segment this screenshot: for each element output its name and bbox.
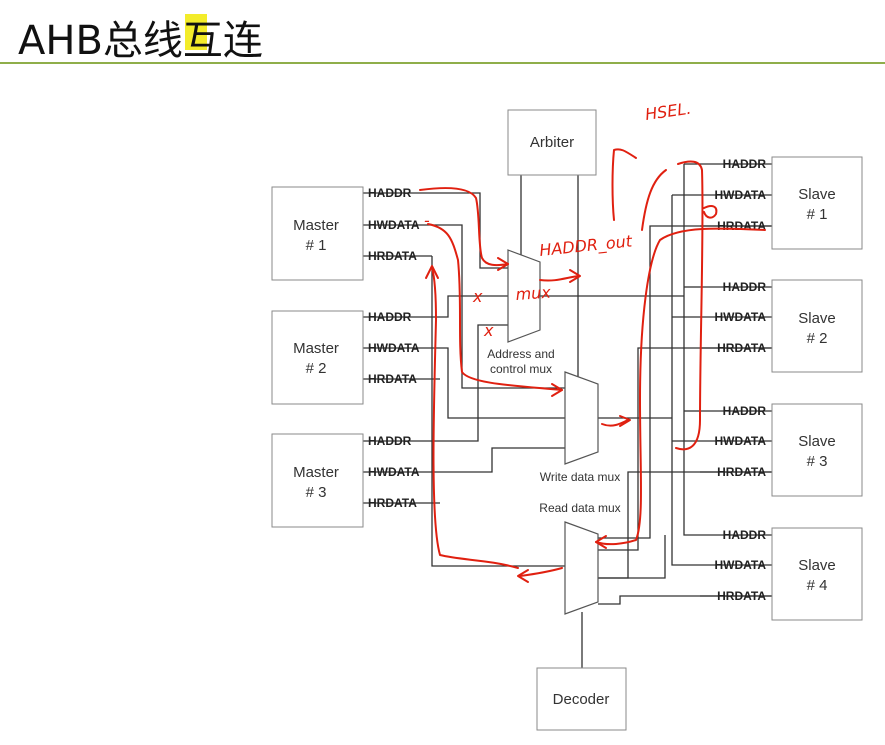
signal-label: HADDR — [368, 186, 412, 200]
master-name: Master — [293, 340, 339, 357]
signal-label: HRDATA — [717, 465, 766, 479]
master-2: Master # 2 HADDR HWDATA HRDATA — [271, 310, 420, 405]
cross-annotation: x — [483, 321, 494, 340]
title-divider — [0, 62, 885, 64]
master-number: # 2 — [306, 360, 327, 377]
master-number: # 3 — [306, 484, 327, 501]
mux-annotation: mux — [515, 283, 552, 304]
slave-box — [771, 527, 863, 621]
address-mux-label-line1: Address and — [487, 347, 554, 361]
signal-label: HADDR — [723, 280, 767, 294]
slave-4: Slave # 4 HADDR HWDATA HRDATA — [714, 527, 863, 621]
signal-label: HRDATA — [717, 341, 766, 355]
signal-label: HRDATA — [717, 589, 766, 603]
arbiter-label: Arbiter — [530, 134, 574, 151]
signal-label: HADDR — [723, 157, 767, 171]
cross-annotation: x — [472, 287, 483, 306]
master-3: Master # 3 HADDR HWDATA HRDATA — [271, 433, 420, 528]
arbiter-box — [507, 109, 597, 176]
address-control-mux — [507, 249, 541, 343]
hsel-annotation: HSEL. — [644, 99, 692, 124]
signal-label: HWDATA — [714, 188, 766, 202]
slave-box — [771, 156, 863, 250]
signal-label: HWDATA — [368, 218, 420, 232]
signal-label: HRDATA — [368, 249, 417, 263]
decoder-box — [536, 667, 627, 731]
write-mux-label: Write data mux — [540, 470, 620, 484]
signal-label: HWDATA — [714, 310, 766, 324]
signal-label: HRDATA — [717, 219, 766, 233]
signal-label: HWDATA — [714, 434, 766, 448]
signal-label: HADDR — [723, 528, 767, 542]
slave-number: # 4 — [807, 577, 828, 594]
slave-name: Slave — [798, 433, 836, 450]
signal-label: HADDR — [723, 404, 767, 418]
slave-3: Slave # 3 HADDR HWDATA HRDATA — [714, 403, 863, 497]
slave-number: # 2 — [807, 330, 828, 347]
master-box — [271, 310, 364, 405]
signal-label: HWDATA — [714, 558, 766, 572]
slave-box — [771, 403, 863, 497]
slave-name: Slave — [798, 186, 836, 203]
slave-number: # 3 — [807, 453, 828, 470]
slave-name: Slave — [798, 310, 836, 327]
master-1: Master # 1 HADDR HWDATA HRDATA — [271, 186, 420, 281]
master-name: Master — [293, 464, 339, 481]
master-box — [271, 186, 364, 281]
read-mux-label: Read data mux — [539, 501, 620, 515]
page-title: AHB总线互连 — [18, 18, 263, 64]
slave-1: Slave # 1 HADDR HWDATA HRDATA — [714, 156, 863, 250]
signal-label: HWDATA — [368, 341, 420, 355]
write-data-mux — [564, 371, 599, 465]
haddr-out-annotation: HADDR_out — [538, 231, 633, 261]
read-data-mux — [564, 521, 599, 615]
address-mux-label-line2: control mux — [490, 362, 552, 376]
title-highlight — [185, 14, 207, 50]
master-number: # 1 — [306, 237, 327, 254]
slave-box — [771, 279, 863, 373]
slave-2: Slave # 2 HADDR HWDATA HRDATA — [714, 279, 863, 373]
signal-label: HWDATA — [368, 465, 420, 479]
signal-label: HADDR — [368, 310, 412, 324]
slave-name: Slave — [798, 557, 836, 574]
signal-label: HRDATA — [368, 372, 417, 386]
signal-label: HADDR — [368, 434, 412, 448]
signal-label: HRDATA — [368, 496, 417, 510]
decoder-label: Decoder — [553, 691, 610, 708]
master-box — [271, 433, 364, 528]
hwdata-dash-annotation: - — [424, 211, 430, 230]
master-name: Master — [293, 217, 339, 234]
slave-number: # 1 — [807, 206, 828, 223]
bus-wiring — [363, 163, 772, 668]
